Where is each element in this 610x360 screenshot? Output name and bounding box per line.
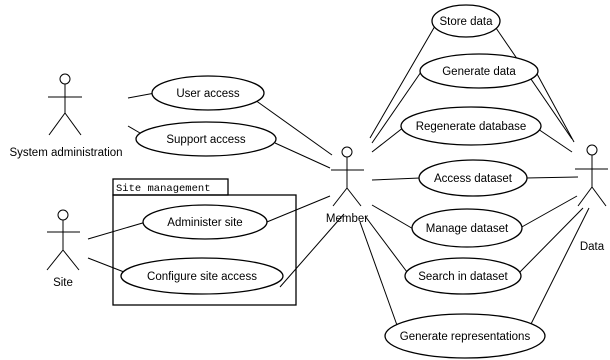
use-case-generate-representations[interactable]: Generate representations — [384, 313, 546, 359]
use-case-label: Administer site — [167, 217, 242, 229]
assoc-member-generate — [371, 71, 422, 144]
associations — [87, 25, 590, 329]
use-case-configure-site-access[interactable]: Configure site access — [120, 257, 284, 295]
actor-label: System administration — [9, 147, 122, 159]
use-case-label: Generate data — [442, 66, 516, 78]
actor-data[interactable]: Data — [575, 144, 608, 253]
stick-figure-icon — [331, 146, 364, 207]
assoc-configure-member — [279, 213, 345, 288]
assoc-member-regenerate — [371, 126, 405, 153]
assoc-member-manage — [371, 204, 416, 231]
actor-label: Member — [326, 213, 368, 225]
use-case-label: Support access — [166, 134, 246, 146]
use-case-generate-data[interactable]: Generate data — [419, 53, 539, 89]
assoc-search-data — [515, 207, 584, 277]
assoc-member-store — [369, 25, 436, 139]
assoc-member-represent — [359, 221, 399, 329]
use-case-label: Configure site access — [147, 271, 257, 283]
use-case-label: Regenerate database — [416, 121, 527, 133]
actor-label: Data — [580, 241, 605, 253]
assoc-sysadmin-user-access — [127, 92, 156, 99]
assoc-store-data — [495, 27, 573, 140]
use-case-label: Manage dataset — [426, 223, 509, 235]
stick-figure-icon — [575, 144, 608, 207]
assoc-site-configure — [87, 257, 125, 273]
use-case-user-access[interactable]: User access — [151, 75, 265, 111]
assoc-regenerate-data — [537, 128, 573, 153]
assoc-manage-data — [519, 195, 578, 229]
use-case-support-access[interactable]: Support access — [135, 121, 277, 157]
stick-figure-icon — [46, 209, 80, 271]
actor-site[interactable]: Site — [46, 209, 80, 289]
stick-figure-icon — [48, 73, 82, 136]
use-case-regenerate-database[interactable]: Regenerate database — [400, 106, 542, 146]
site-management-package: Site management — [112, 178, 297, 306]
assoc-user-access-member — [254, 99, 333, 156]
use-case-manage-dataset[interactable]: Manage dataset — [411, 208, 523, 248]
assoc-site-administer — [87, 221, 147, 240]
package-title: Site management — [116, 183, 211, 195]
package-body — [112, 194, 297, 306]
use-case-administer-site[interactable]: Administer site — [142, 204, 268, 240]
use-case-label: Store data — [439, 16, 493, 28]
actor-member[interactable]: Member — [326, 146, 368, 225]
assoc-support-access-member — [274, 142, 331, 169]
use-case-label: Generate representations — [400, 331, 531, 343]
use-case-label: Search in dataset — [418, 271, 508, 283]
assoc-member-search — [364, 215, 411, 277]
use-case-search-in-dataset[interactable]: Search in dataset — [404, 257, 522, 295]
use-case-access-dataset[interactable]: Access dataset — [418, 159, 528, 197]
use-case-store-data[interactable]: Store data — [431, 4, 501, 38]
assoc-sysadmin-support-access — [127, 125, 141, 134]
actor-label: Site — [53, 277, 73, 289]
use-case-label: Access dataset — [434, 173, 513, 185]
assoc-represent-data — [529, 207, 590, 327]
assoc-generate-data — [535, 71, 575, 143]
use-case-label: User access — [176, 88, 240, 100]
assoc-member-access — [371, 177, 421, 181]
assoc-access-data — [525, 176, 579, 179]
actor-system-administration[interactable]: System administration — [9, 73, 123, 159]
